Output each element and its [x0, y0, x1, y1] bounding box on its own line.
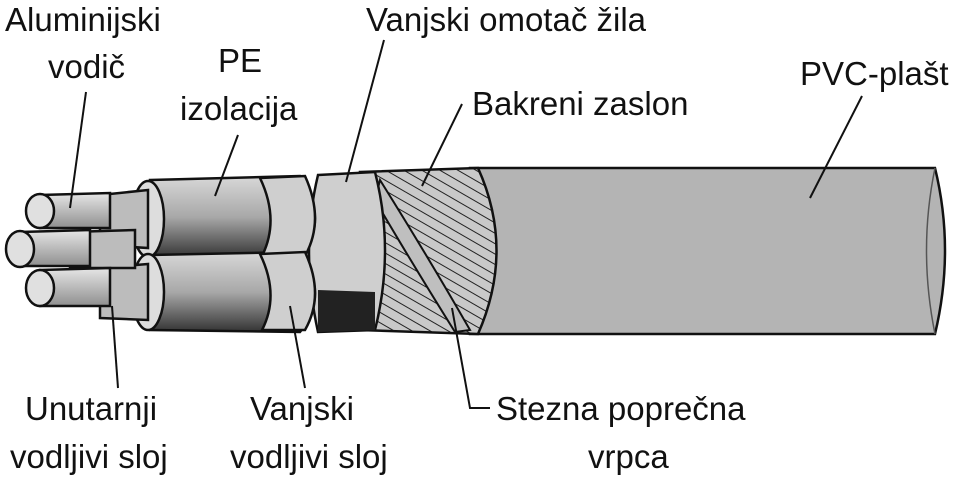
copper-screen — [358, 166, 498, 336]
binding-tape — [373, 177, 472, 334]
label-binding-tape-1: Stezna poprečna — [496, 390, 746, 427]
core-outer-sheath — [307, 170, 387, 334]
label-pvc-sheath: PVC-plašt — [800, 55, 949, 92]
label-inner-semicon-1: Unutarnji — [25, 390, 157, 427]
aluminium-conductors — [4, 191, 112, 308]
pvc-sheath — [468, 166, 947, 336]
label-outer-semicon-2: vodljivi sloj — [230, 438, 388, 475]
insulated-cores — [68, 174, 317, 334]
label-core-outer-sheath: Vanjski omotač žila — [366, 1, 647, 38]
label-pe-insulation-2: izolacija — [180, 90, 298, 127]
label-pe-insulation-1: PE — [218, 42, 262, 79]
label-inner-semicon-2: vodljivi sloj — [10, 438, 168, 475]
label-aluminium-conductor-1: Aluminijski — [5, 1, 161, 38]
label-copper-screen: Bakreni zaslon — [472, 85, 688, 122]
leader-lines — [69, 39, 863, 409]
label-aluminium-conductor-2: vodič — [48, 48, 125, 85]
label-outer-semicon-1: Vanjski — [250, 390, 354, 427]
label-binding-tape-2: vrpca — [588, 438, 669, 475]
